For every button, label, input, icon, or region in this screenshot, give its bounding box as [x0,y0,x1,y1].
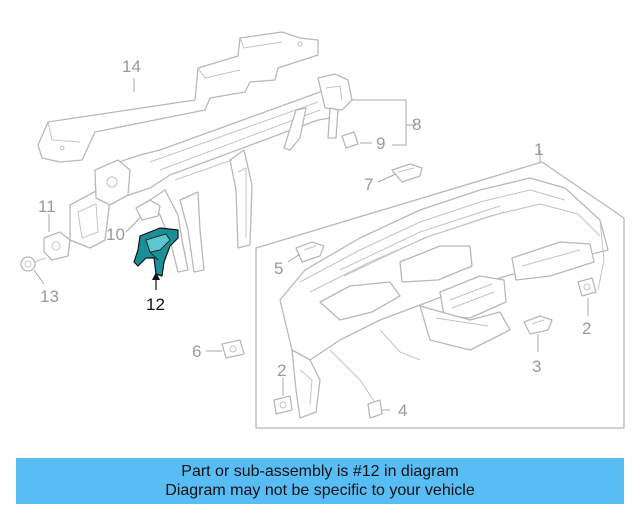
part-2-clip-left [273,395,293,415]
callout-2-left: 2 [277,361,286,380]
banner-line-2: Diagram may not be specific to your vehi… [165,482,475,499]
part-14-upper-beam [37,31,319,163]
callout-13: 13 [40,287,59,306]
callout-12: 12 [146,295,165,314]
part-2-clip-right [577,277,597,297]
part-7-duct [391,163,423,183]
banner-line-1: Part or sub-assembly is #12 in diagram [181,463,459,480]
info-banner: Part or sub-assembly is #12 in diagram D… [16,458,624,504]
part-11-bracket [43,231,71,261]
callout-11: 11 [38,197,56,216]
callout-3: 3 [532,357,541,376]
callout-6: 6 [192,342,201,361]
part-5-clip [295,241,325,263]
callout-14: 14 [122,57,141,76]
callout-4: 4 [398,401,407,420]
callout-2-right: 2 [582,319,591,338]
leader-lines [33,78,589,411]
part-12-highlighted-bracket [133,227,179,277]
callout-8: 8 [412,115,421,134]
callout-1: 1 [534,140,543,159]
callout-9: 9 [376,134,385,153]
part-1-dashboard-panel [255,161,625,429]
parts-diagram: 14 8 9 7 1 11 10 13 5 12 2 3 2 4 6 [20,31,625,429]
callout-5: 5 [274,259,283,278]
part-13-bolt [20,256,47,272]
callout-7: 7 [364,175,373,194]
part-9-clip [341,131,359,149]
part-4-clip [367,399,383,419]
callout-10: 10 [106,225,125,244]
part-6-clip [221,339,245,359]
part-10-clip [135,199,161,221]
part-3-clip [523,315,553,335]
